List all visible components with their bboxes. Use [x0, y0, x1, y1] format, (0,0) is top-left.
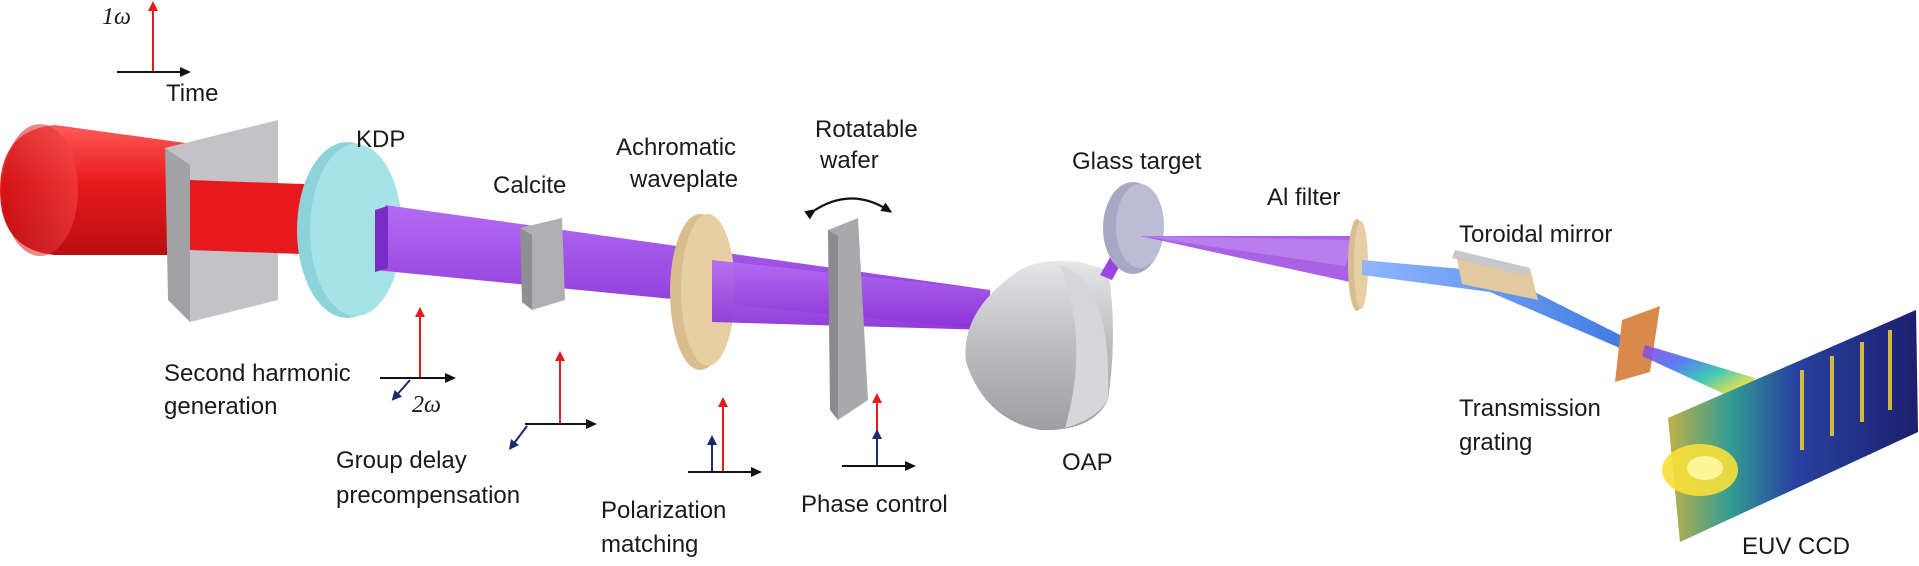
rotatable-label: Rotatable [815, 116, 918, 143]
kdp-label: KDP [356, 126, 405, 153]
rotatable-wafer [828, 218, 868, 420]
rotation-arrow [804, 197, 893, 220]
matching-label: matching [601, 531, 698, 558]
group-delay-label: Group delay [336, 447, 467, 474]
time-label: Time [166, 80, 218, 107]
group-delay-arrows [509, 351, 597, 450]
achromatic-label: Achromatic [616, 134, 736, 161]
polarization-matching-arrows [688, 397, 762, 477]
transmission-grating [1615, 306, 1660, 382]
oap-label: OAP [1062, 449, 1113, 476]
waveplate-label: waveplate [629, 166, 738, 193]
one-omega-label: 1ω [102, 4, 131, 30]
kdp-crystal [297, 142, 402, 318]
euv-ccd-label: EUV CCD [1742, 533, 1850, 560]
precompensation-label: precompensation [336, 482, 520, 509]
calcite-label: Calcite [493, 172, 566, 199]
achromatic-waveplate [670, 214, 735, 370]
phase-control-label: Phase control [801, 491, 948, 518]
euv-ccd [1662, 310, 1918, 542]
spectrum-fan [1642, 345, 1755, 405]
generation-label: generation [164, 393, 277, 420]
glass-target [1103, 182, 1164, 274]
al-filter [1348, 219, 1368, 311]
euv-beam [1362, 260, 1640, 355]
al-filter-label: Al filter [1267, 184, 1340, 211]
toroidal-mirror [1452, 250, 1538, 300]
calcite-plate [520, 218, 565, 310]
phase-control-arrows [842, 393, 916, 471]
aperture-plate [165, 120, 330, 322]
oap-mirror [965, 261, 1113, 431]
glass-target-label: Glass target [1072, 148, 1202, 175]
grating-label: grating [1459, 429, 1532, 456]
transmission-label: Transmission [1459, 395, 1601, 422]
two-omega-label: 2ω [412, 392, 441, 418]
shg-polarization-arrows [380, 307, 456, 401]
shg-label: Second harmonic [164, 360, 351, 387]
polarization-label: Polarization [601, 497, 726, 524]
time-axis-legend [117, 1, 191, 77]
wafer-label: wafer [819, 147, 879, 174]
laser-source [0, 124, 200, 256]
toroidal-mirror-label: Toroidal mirror [1459, 221, 1612, 248]
